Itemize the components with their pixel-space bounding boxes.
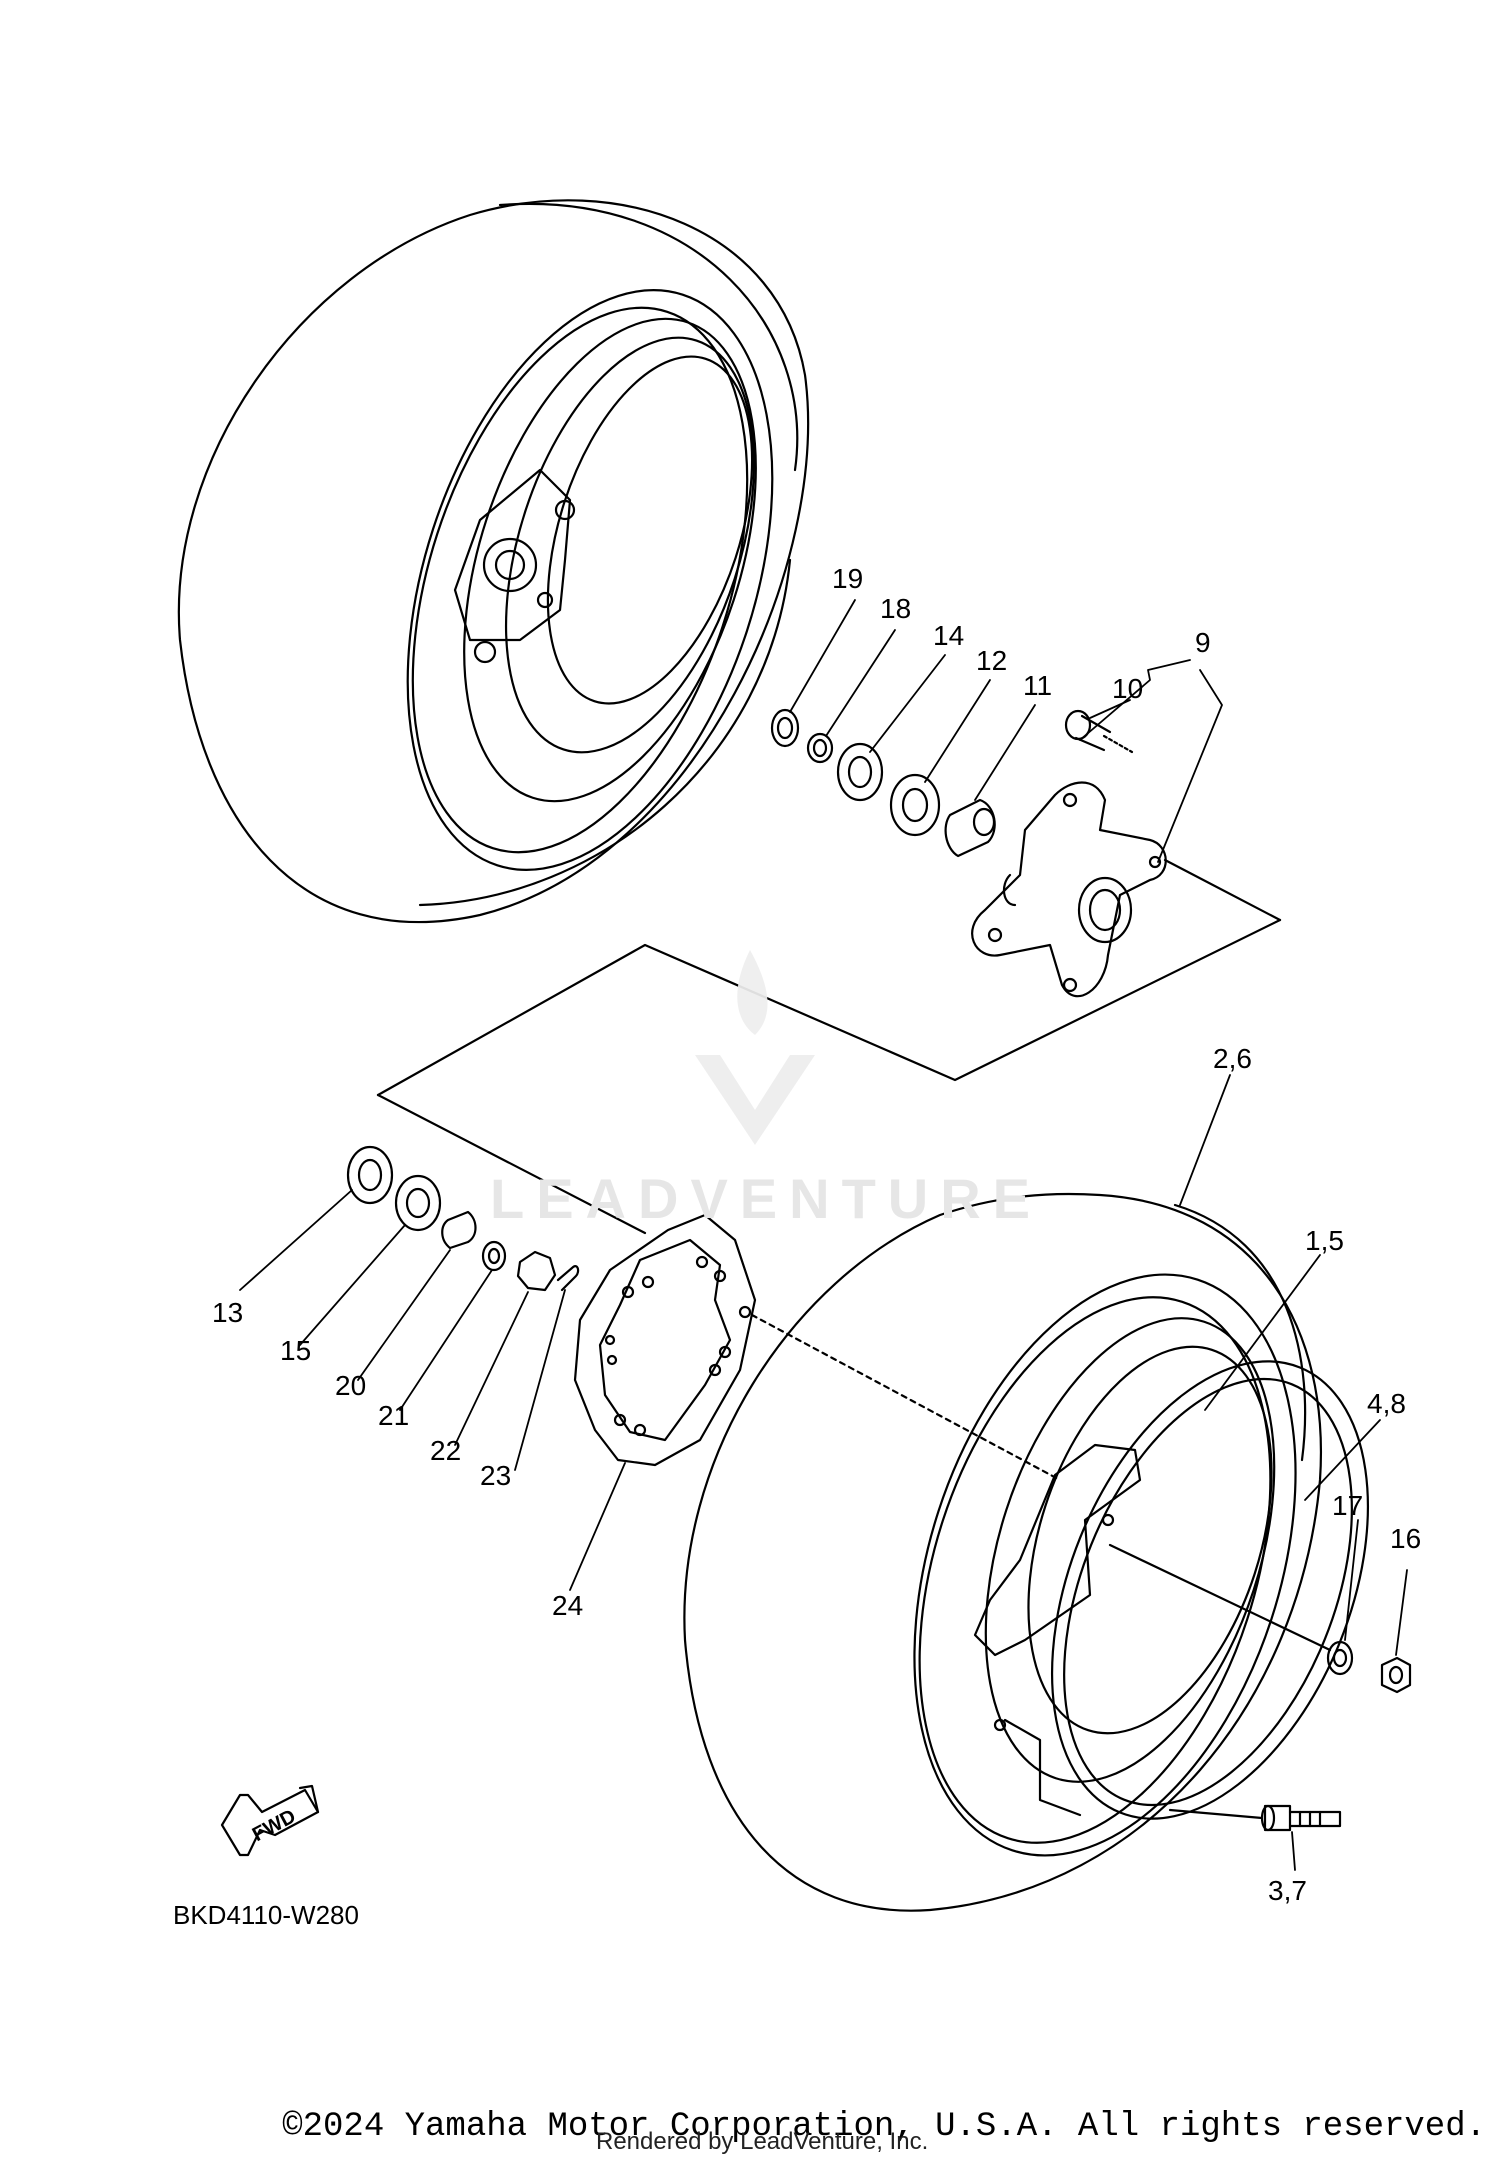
cotter-pin-23	[556, 1265, 580, 1292]
callout-15: 15	[280, 1335, 311, 1366]
upper-rim-groove-3	[546, 355, 754, 705]
reference-frame-lower	[376, 1093, 647, 1235]
washer-17-inner	[1332, 1648, 1348, 1668]
upper-wheel-stud	[473, 640, 497, 664]
spacer-11	[944, 798, 996, 858]
washer-21-inner	[487, 1247, 501, 1265]
callout-20: 20	[335, 1370, 366, 1401]
beadlock-ring-4-8	[1050, 1360, 1370, 1820]
callout-18: 18	[880, 593, 911, 624]
reference-frame	[376, 918, 1282, 1097]
upper-wheel-hub-bore	[494, 549, 526, 581]
callout-23: 23	[480, 1460, 511, 1491]
lower-tire-outer	[683, 1192, 1322, 1912]
seal-19	[770, 708, 800, 748]
stud-bolt-10	[1064, 709, 1134, 754]
bearing-13	[346, 1145, 394, 1205]
callout-labels: 19 18 14 12 11 10 9 2,6 1,5 4,8 17 16 3,…	[212, 563, 1421, 1906]
copyright-notice: ©2024 Yamaha Motor Corporation, U.S.A. A…	[282, 2108, 1486, 2146]
nut-16	[1380, 1656, 1412, 1694]
washer-17	[1326, 1640, 1354, 1676]
upper-tire-sidewall	[418, 558, 792, 907]
callout-1-5: 1,5	[1305, 1225, 1344, 1256]
callout-3-7: 3,7	[1268, 1875, 1307, 1906]
rendered-by-notice: Rendered by LeadVenture, Inc.	[596, 2128, 929, 2155]
washer-21	[481, 1240, 507, 1272]
fwd-label: FWD	[249, 1805, 300, 1846]
callout-19: 19	[832, 563, 863, 594]
callout-9: 9	[1195, 627, 1211, 658]
callout-14: 14	[933, 620, 964, 651]
seal-19-inner	[776, 716, 794, 740]
bearing-15	[394, 1174, 442, 1232]
bearing-14-inner	[847, 755, 873, 789]
brake-disc-24	[573, 1213, 757, 1467]
bearing-12	[889, 773, 941, 837]
bearing-12-inner	[901, 787, 929, 823]
lower-rim-groove-1	[984, 1317, 1276, 1783]
valve-stem-slot	[1003, 1718, 1082, 1817]
leader-lines	[239, 599, 1408, 1871]
wheel-lug-hole	[993, 1718, 1007, 1732]
callout-11: 11	[1023, 670, 1052, 701]
lower-wheel-assembly	[683, 1192, 1370, 1912]
callout-24: 24	[552, 1590, 583, 1621]
stud-to-nut-line	[1108, 1543, 1332, 1652]
wheel-center-plate	[973, 1443, 1142, 1657]
wheel-lug-hole	[1101, 1513, 1115, 1527]
valve-line	[1168, 1808, 1264, 1820]
callout-4-8: 4,8	[1367, 1388, 1406, 1419]
collar-20	[441, 1210, 477, 1250]
collar-18-inner	[812, 738, 828, 758]
upper-rim-groove-1	[463, 317, 757, 803]
bearing-13-inner	[357, 1158, 383, 1192]
lower-bearing-stack	[346, 1145, 580, 1292]
leadventure-logo-icon	[695, 950, 815, 1145]
upper-rim-outer	[406, 289, 774, 871]
lower-rim-outer	[913, 1273, 1297, 1857]
callout-13: 13	[212, 1297, 243, 1328]
upper-tire-shoulder	[498, 202, 799, 472]
front-hub-9	[971, 781, 1167, 998]
callout-22: 22	[430, 1435, 461, 1466]
bearing-15-inner	[405, 1187, 431, 1219]
valve-stem-3-7	[1260, 1804, 1342, 1832]
diagram-code: BKD4110-W280	[173, 1900, 359, 1930]
watermark-text: LEADVENTURE	[490, 1167, 1043, 1230]
upper-wheel-hub-plate	[453, 468, 572, 642]
upper-wheel-stud	[554, 499, 576, 521]
spacer-11-end	[972, 807, 996, 837]
upper-rim-groove-2	[504, 336, 756, 754]
upper-wheel-hub-center	[482, 537, 538, 593]
nut-16-bore	[1388, 1665, 1404, 1685]
reference-line-hub	[1163, 858, 1282, 922]
lower-rim-groove-2	[1027, 1345, 1273, 1735]
upper-tire-outer	[177, 199, 810, 924]
upper-wheel-stud	[536, 591, 554, 609]
castle-nut-22	[516, 1250, 557, 1292]
callout-10: 10	[1112, 673, 1143, 704]
disc-to-hub-dashed	[750, 1313, 1062, 1482]
callout-2-6: 2,6	[1213, 1043, 1252, 1074]
upper-rim-lip	[411, 306, 749, 854]
callout-16: 16	[1390, 1523, 1421, 1554]
fwd-arrow-icon	[220, 1784, 320, 1857]
callout-17: 17	[1332, 1490, 1363, 1521]
bearing-14	[836, 742, 884, 802]
collar-18	[806, 732, 834, 764]
beadlock-ring-inner	[1063, 1377, 1353, 1807]
lower-rim-lip	[918, 1296, 1272, 1844]
lower-tire-shoulder	[1173, 1203, 1307, 1462]
callout-21: 21	[378, 1400, 409, 1431]
upper-bearing-stack	[770, 708, 996, 858]
upper-wheel-assembly	[177, 199, 810, 924]
callout-12: 12	[976, 645, 1007, 676]
